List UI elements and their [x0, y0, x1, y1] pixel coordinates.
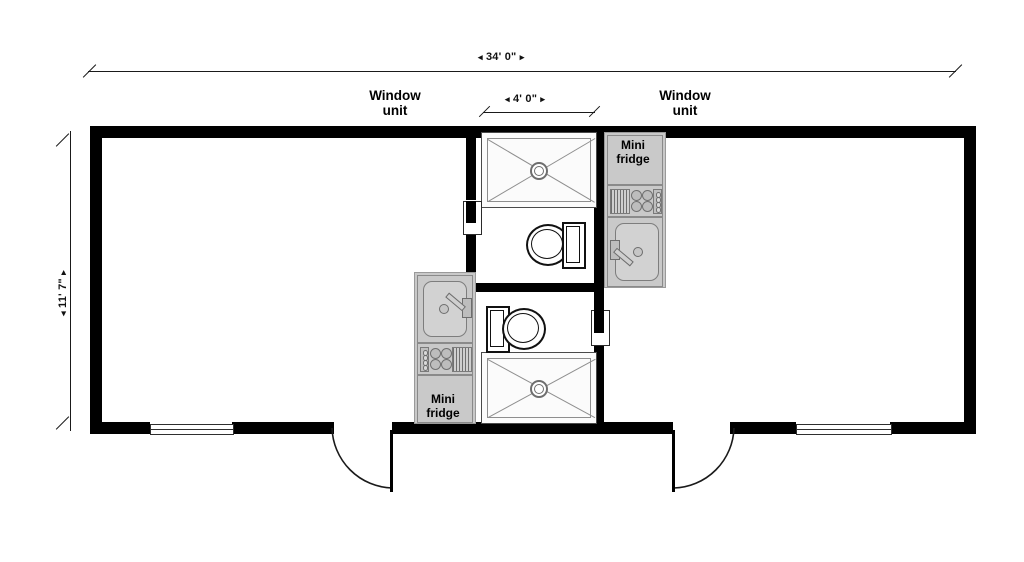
dimension-tick	[55, 133, 70, 147]
toilet-top	[526, 222, 588, 269]
exterior-wall-bottom-seg3	[392, 422, 673, 434]
dim-value: 11' 7"	[57, 278, 69, 309]
cooktop-burner-icon	[631, 190, 642, 201]
shower-inner-edge	[487, 358, 591, 418]
cooktop-burner-icon	[631, 201, 642, 212]
cooktop-burner-icon	[642, 190, 653, 201]
partition-wall-center-horizontal	[466, 283, 603, 292]
exterior-wall-left	[90, 126, 102, 434]
partition-wall-right-lower1	[594, 288, 604, 310]
center-bay-width-label: ◂ 4' 0" ▸	[505, 93, 545, 105]
mini-fridge-left	[417, 375, 473, 423]
bath-door-top-leaf	[466, 201, 476, 223]
overall-height-label: ◂ 11' 7" ▸	[57, 270, 69, 316]
partition-wall-right-lower2	[594, 344, 604, 424]
window-unit-right-label: Window unit	[659, 88, 711, 118]
mini-fridge-right	[607, 135, 663, 185]
toilet-bowl-inner	[531, 229, 563, 259]
window-left	[150, 424, 234, 435]
cooktop-knob-icon	[422, 365, 428, 371]
dim-arrow-right: ▸	[540, 94, 546, 104]
dim-arrow-left: ◂	[505, 94, 510, 104]
exterior-wall-bottom-seg1	[90, 422, 150, 434]
sink-drain-icon	[439, 304, 449, 314]
entry-door-left-arc-svg	[331, 427, 393, 489]
bath-door-bottom-leaf	[594, 310, 604, 333]
window-unit-left-label: Window unit	[369, 88, 421, 118]
window-mullion	[797, 428, 891, 430]
exterior-wall-right	[964, 126, 976, 434]
entry-door-left-leaf[interactable]	[390, 430, 393, 492]
toilet-bowl-inner	[507, 313, 539, 343]
shower-pan-top	[481, 132, 597, 208]
cooktop-grill-icon	[610, 189, 630, 214]
overall-width-dimension-line	[88, 71, 956, 72]
dim-arrow-left: ◂	[58, 311, 68, 316]
cooktop-knob-panel	[653, 189, 662, 214]
cooktop-right	[607, 185, 663, 217]
partition-wall-left-lower	[466, 232, 476, 289]
dim-value: 4' 0"	[512, 93, 538, 105]
cooktop-knob-icon	[655, 207, 661, 213]
exterior-wall-bottom-seg4	[730, 422, 796, 434]
dimension-tick	[55, 416, 70, 430]
toilet-tank-inner	[566, 226, 580, 263]
toilet-bottom	[486, 306, 548, 353]
exterior-wall-bottom-seg2	[232, 422, 334, 434]
exterior-wall-bottom-seg5	[890, 422, 976, 434]
shower-drain-inner	[534, 384, 544, 394]
cooktop-burner-icon	[430, 348, 441, 359]
center-bay-dimension-line	[483, 112, 595, 113]
cooktop-burner-icon	[642, 201, 653, 212]
overall-width-label: ◂ 34' 0" ▸	[478, 51, 524, 63]
sink-drain-icon	[633, 247, 643, 257]
dim-arrow-right: ▸	[519, 52, 525, 62]
cooktop-grill-icon	[452, 347, 472, 372]
shower-drain-inner	[534, 166, 544, 176]
window-right	[796, 424, 892, 435]
window-mullion	[151, 428, 233, 430]
dim-arrow-right: ▸	[58, 270, 68, 275]
partition-wall-right-upper	[594, 138, 604, 288]
mini-fridge-right-label: Mini fridge	[616, 138, 650, 166]
shower-inner-edge	[487, 138, 591, 202]
overall-height-dimension-line	[70, 131, 71, 431]
cooktop-burner-icon	[430, 359, 441, 370]
sink-left	[417, 275, 473, 343]
entry-door-right-leaf[interactable]	[672, 430, 675, 492]
partition-wall-left-upper	[466, 138, 476, 200]
dim-arrow-left: ◂	[478, 52, 483, 62]
mini-fridge-left-label: Mini fridge	[426, 392, 460, 420]
sink-right	[607, 217, 663, 287]
shower-pan-bottom	[481, 352, 597, 424]
dim-value: 34' 0"	[485, 51, 517, 63]
kitchenette-left	[414, 272, 476, 424]
cooktop-knob-panel	[420, 347, 429, 372]
cooktop-burner-icon	[441, 348, 452, 359]
entry-door-right-arc-svg	[673, 427, 735, 489]
kitchenette-right	[604, 132, 666, 288]
cooktop-burner-icon	[441, 359, 452, 370]
cooktop-left	[417, 343, 473, 375]
